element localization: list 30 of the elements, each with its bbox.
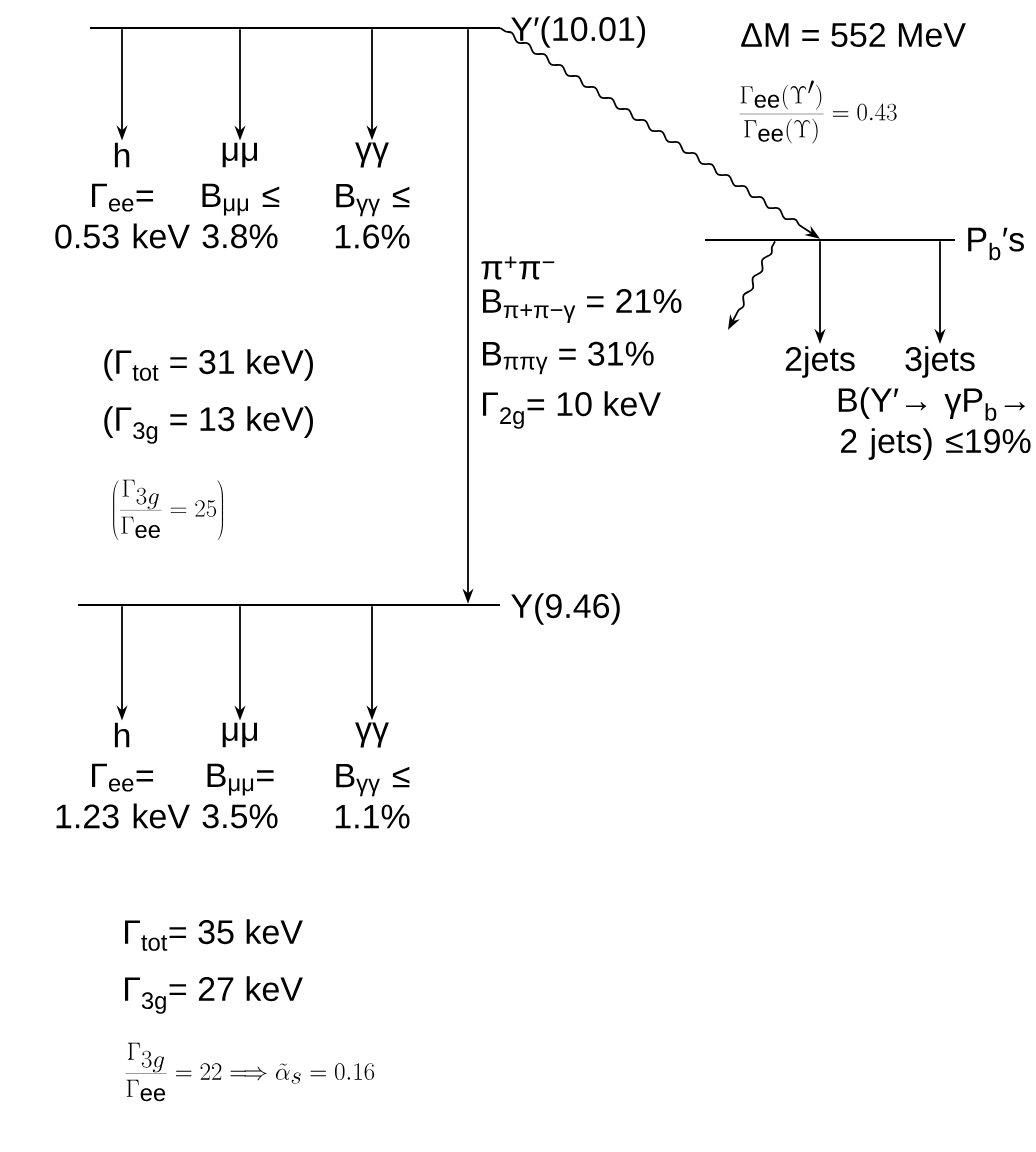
- decay-product: μμ: [222, 142, 258, 168]
- value-label: $\left(\frac{\Gamma_{3g}}{\Gamma_{\mathrm{ee}}} = 25\right)$: [113, 479, 224, 541]
- decay-values: Γ$_{ee}$= 0.53 keV: [55, 183, 190, 249]
- decay-product: h: [114, 722, 130, 748]
- decay-product: h: [114, 142, 130, 168]
- value-label: π$^{+}$π$^{−}$: [481, 256, 555, 280]
- value-label: B$_{π+π−γ}$ = 21%: [483, 289, 682, 323]
- decay-product: μμ: [222, 722, 258, 748]
- value-label: B(Υ′→ γP$_{b}$→ 2 jets) ≤19%: [838, 387, 1031, 460]
- value-label: Γ$_{3g}$= 27 keV: [125, 976, 303, 1014]
- decay-product: γγ: [355, 142, 389, 168]
- decay-product: γγ: [355, 722, 389, 748]
- decay-product: 2jets: [785, 346, 855, 378]
- decay-product: 3jets: [905, 346, 975, 378]
- decay-values: B$_{μμ}$= 3.5%: [202, 763, 278, 829]
- decay-values: B$_{γγ}$ ≤ 1.1%: [335, 763, 410, 829]
- value-label: Γ$_{2g}$= 10 keV: [483, 391, 661, 429]
- value-label: $\frac{\Gamma_{3g}}{\Gamma_{\mathrm{ee}}} = 22 \Longrightarrow \tilde{\alpha}_s = 0.16$: [125, 1042, 375, 1102]
- value-label: Γ$_{tot}$= 35 keV: [125, 919, 303, 951]
- level-label: P$_{b}$′s: [968, 227, 1024, 261]
- value-label: $\frac{\Gamma_{\mathrm{ee}}(\Upsilon')}{\Gamma_{\mathrm{ee}}(\Upsilon)} = 0.43$: [739, 80, 897, 144]
- value-label: (Γ$_{3g}$ = 13 keV): [104, 406, 313, 444]
- decay-values: B$_{γγ}$ ≤ 1.6%: [335, 183, 410, 249]
- level-label: Υ′(10.01): [511, 16, 646, 48]
- level-label: Υ(9.46): [511, 593, 620, 625]
- decay-values: Γ$_{ee}$= 1.23 keV: [56, 763, 190, 829]
- decay-values: B$_{μμ}$ ≤ 3.8%: [202, 183, 280, 249]
- value-label: (Γ$_{tot}$ = 31 keV): [104, 349, 313, 381]
- value-label: ΔM = 552 MeV: [741, 22, 966, 48]
- value-label: B$_{ππγ}$ = 31%: [483, 341, 654, 375]
